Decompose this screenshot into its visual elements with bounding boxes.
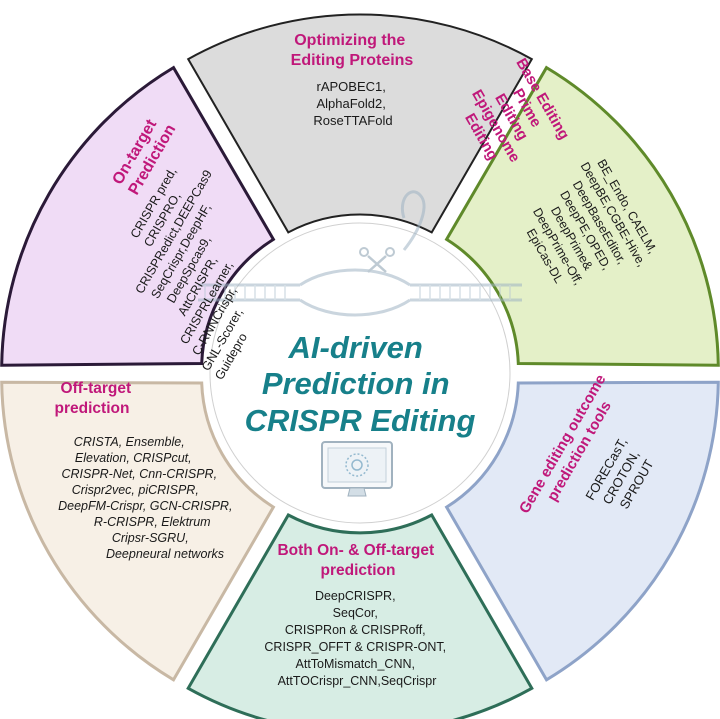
left-segment-title: Off-target prediction	[55, 380, 136, 417]
left-title-line-1: Off-target	[61, 380, 132, 397]
left-item: Cripsr-SGRU,	[112, 531, 189, 545]
bottom-item: AttTOCrispr_CNN,SeqCrispr	[278, 674, 437, 688]
left-item: DeepFM-Crispr, GCN-CRISPR,	[58, 499, 232, 513]
top-item: RoseTTAFold	[313, 113, 392, 128]
center-title-line-2: Prediction in	[262, 366, 450, 401]
segment-bottom	[186, 512, 534, 719]
left-item: CRISPR-Net, Cnn-CRISPR,	[61, 467, 217, 481]
bottom-title-line-1: Both On- & Off-target	[277, 542, 434, 559]
left-item: R-CRISPR, Elektrum	[94, 515, 211, 529]
segment-upper-right	[444, 65, 720, 367]
segment-top	[186, 13, 534, 234]
bottom-item: CRISPRon & CRISPRoff,	[285, 623, 426, 637]
left-item: Deepneural networks	[106, 547, 224, 561]
bottom-item: SeqCor,	[333, 606, 378, 620]
bottom-item: CRISPR_OFFT & CRISPR-ONT,	[264, 640, 446, 654]
top-item: AlphaFold2,	[316, 96, 385, 111]
segment-right	[444, 380, 720, 682]
center-title-line-1: AI-driven	[288, 330, 423, 365]
top-item: rAPOBEC1,	[317, 79, 386, 94]
center-title-line-3: CRISPR Editing	[245, 403, 476, 438]
bottom-segment-items: DeepCRISPR, SeqCor, CRISPRon & CRISPRoff…	[264, 589, 449, 688]
bottom-segment-title: Both On- & Off-target prediction	[277, 542, 438, 579]
left-segment-items: CRISTA, Ensemble, Elevation, CRISPcut, C…	[58, 435, 236, 561]
upper-left-segment-text: On-target Prediction CRISPR pred, CRISPR…	[87, 116, 313, 383]
center-title: AI-driven Prediction in CRISPR Editing	[245, 330, 476, 438]
top-title-line-2: Editing Proteins	[291, 52, 414, 69]
bottom-item: DeepCRISPR,	[315, 589, 396, 603]
left-item: Crispr2vec, piCRISPR,	[72, 483, 199, 497]
scissors-icon	[367, 255, 387, 273]
left-item: CRISTA, Ensemble,	[74, 435, 185, 449]
dna-scissors-illustration	[198, 190, 522, 317]
upper-left-items: CRISPR pred, CRISPRO, CRISPRedict,DEEPCa…	[87, 149, 313, 383]
top-title-line-1: Optimizing the	[294, 32, 405, 49]
left-title-line-2: prediction	[55, 400, 130, 417]
computer-monitor-icon	[321, 441, 393, 497]
segment-left	[0, 380, 276, 682]
bottom-title-line-2: prediction	[321, 562, 396, 579]
top-segment-items: rAPOBEC1, AlphaFold2, RoseTTAFold	[313, 79, 392, 128]
left-item: Elevation, CRISPcut,	[75, 451, 192, 465]
top-segment-title: Optimizing the Editing Proteins	[291, 32, 414, 69]
bottom-item: AttToMismatch_CNN,	[296, 657, 415, 671]
